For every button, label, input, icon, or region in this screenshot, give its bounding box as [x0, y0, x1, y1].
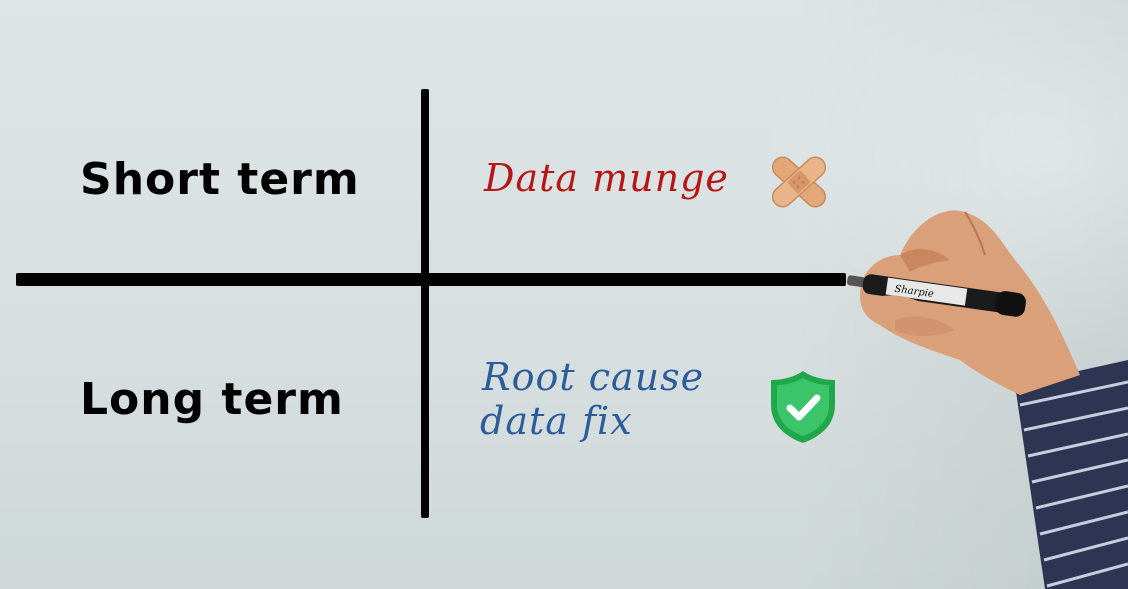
long-term-action: Root cause data fix	[480, 355, 705, 443]
bandage-icon	[771, 156, 827, 208]
long-term-action-line-1: Root cause	[482, 355, 705, 399]
short-term-label: Short term	[80, 154, 360, 205]
svg-text:Sharpie: Sharpie	[894, 284, 935, 300]
long-term-action-line-2: data fix	[480, 399, 633, 443]
hand-with-marker: Sharpie	[846, 210, 1128, 589]
vertical-divider	[421, 89, 429, 518]
long-term-label: Long term	[80, 374, 344, 425]
horizontal-divider	[16, 273, 846, 286]
shield-check-icon	[771, 371, 835, 443]
short-term-action: Data munge	[484, 156, 729, 200]
